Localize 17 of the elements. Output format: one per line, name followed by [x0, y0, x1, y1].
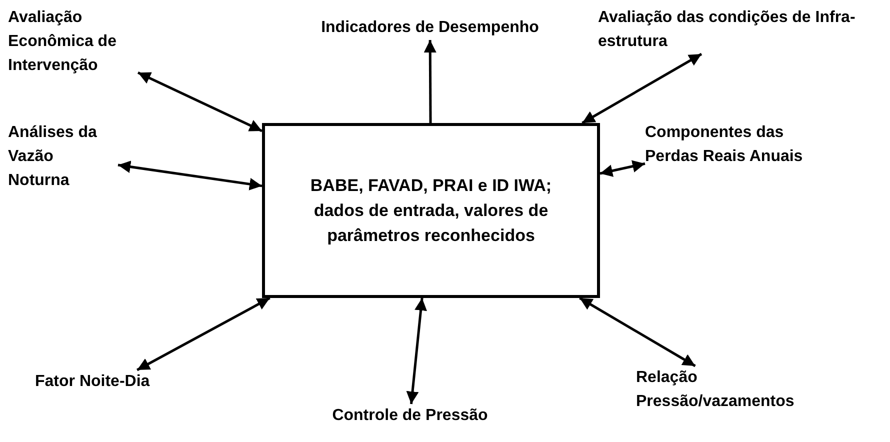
arrow	[600, 160, 646, 177]
arrow	[582, 52, 702, 124]
arrow	[137, 71, 263, 132]
topic-label: Componentes das Perdas Reais Anuais	[645, 121, 815, 169]
arrow	[579, 296, 696, 368]
topic-label: Avaliação das condições de Infra-estrutura	[598, 6, 888, 54]
arrow	[136, 296, 270, 372]
topic-label: Fator Noite-Dia	[35, 370, 195, 394]
box-text: BABE, FAVAD, PRAI e ID IWA; dados de entrada, valores de parâmetros reconhecidos	[309, 175, 553, 247]
process-box	[262, 123, 600, 298]
arrow	[424, 40, 436, 123]
arrow	[118, 160, 262, 190]
topic-label: Análises da Vazão Noturna	[8, 121, 118, 193]
topic-label: Controle de Pressão	[285, 404, 535, 428]
arrow	[406, 298, 427, 404]
topic-label: Relação Pressão/vazamentos	[636, 366, 836, 414]
topic-label: Avaliação Econômica de Intervenção	[8, 6, 138, 78]
